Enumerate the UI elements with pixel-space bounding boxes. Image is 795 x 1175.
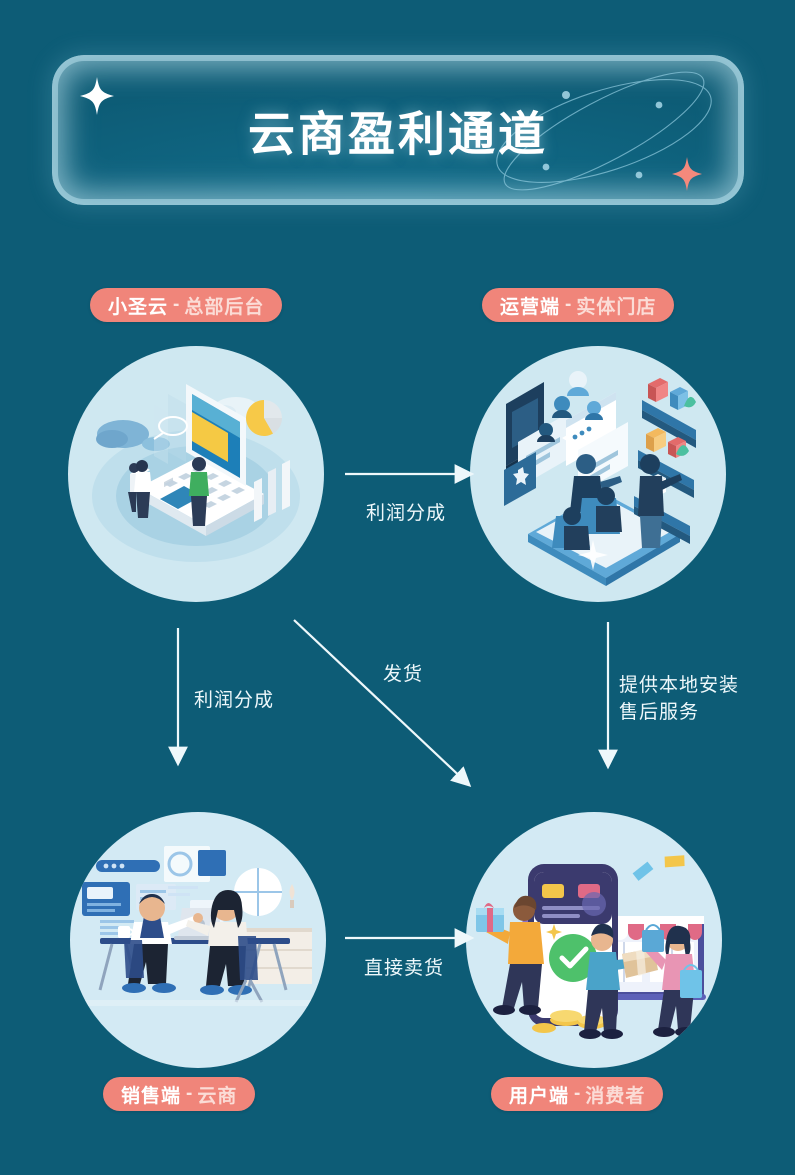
orbit-decoration (496, 71, 712, 191)
node-label-store-sep: - (565, 294, 572, 315)
node-label-user-sub: 消费者 (585, 1085, 646, 1107)
illustration-store (470, 346, 726, 602)
title-banner: 云商盈利通道 (52, 55, 744, 205)
sparkle-star-icon (80, 77, 114, 115)
node-label-hq-sub: 总部后台 (184, 296, 265, 318)
connector-label-sales-to-user: 直接卖货 (364, 958, 445, 979)
arrow-hq-to-user (293, 619, 472, 788)
connector-label-hq-to-user: 发货 (383, 664, 424, 685)
node-label-store-main: 运营端 (500, 296, 561, 318)
node-label-user[interactable]: 用户端 - 消费者 (491, 1077, 664, 1111)
node-label-sales-sub: 云商 (197, 1085, 238, 1107)
connector-label-store-to-user-line1: 提供本地安装 (619, 675, 740, 696)
node-label-store-sub: 实体门店 (576, 296, 657, 318)
illustration-user (466, 812, 722, 1068)
illustration-sales (70, 812, 326, 1068)
node-label-hq[interactable]: 小圣云 - 总部后台 (90, 288, 283, 322)
sparkle-star-coral-icon (672, 157, 702, 191)
connector-label-hq-to-store: 利润分成 (366, 503, 447, 524)
connector-label-store-to-user: 提供本地安装 售后服务 (619, 672, 739, 726)
node-label-user-sep: - (574, 1083, 581, 1104)
node-label-hq-sep: - (173, 294, 180, 315)
node-label-sales-main: 销售端 (121, 1085, 182, 1107)
connector-label-store-to-user-line2: 售后服务 (619, 702, 700, 723)
connector-label-hq-to-sales: 利润分成 (194, 690, 275, 711)
node-label-hq-main: 小圣云 (108, 296, 169, 318)
illustration-hq (68, 346, 324, 602)
node-label-user-main: 用户端 (509, 1085, 570, 1107)
page-title: 云商盈利通道 (248, 107, 548, 161)
node-label-sales-sep: - (186, 1083, 193, 1104)
node-label-sales[interactable]: 销售端 - 云商 (103, 1077, 256, 1111)
node-label-store[interactable]: 运营端 - 实体门店 (482, 288, 675, 322)
